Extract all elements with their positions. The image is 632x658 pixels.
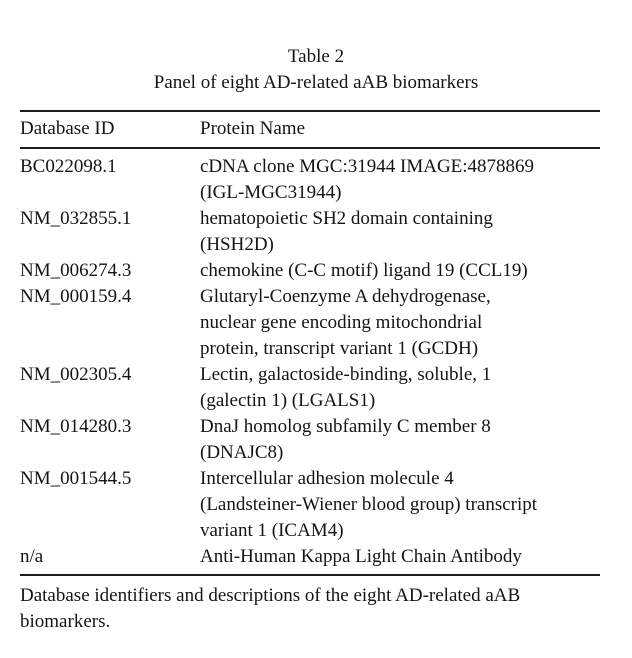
protein-name-line: (Landsteiner-Wiener blood group) transcr… bbox=[200, 493, 538, 515]
protein-name-cell: chemokine (C-C motif) ligand 19 (CCL19) bbox=[200, 258, 600, 284]
table-row: NM_000159.4 Glutaryl-Coenzyme A dehydrog… bbox=[20, 284, 600, 362]
table-row: NM_014280.3 DnaJ homolog subfamily C mem… bbox=[20, 414, 600, 466]
table-row: n/a Anti-Human Kappa Light Chain Antibod… bbox=[20, 544, 600, 570]
protein-name-cell: Glutaryl-Coenzyme A dehydrogenase, nucle… bbox=[200, 284, 600, 362]
table-row: NM_032855.1 hematopoietic SH2 domain con… bbox=[20, 206, 600, 258]
table-caption: Database identifiers and descriptions of… bbox=[20, 584, 521, 632]
protein-name-line: Glutaryl-Coenzyme A dehydrogenase, bbox=[200, 285, 491, 307]
protein-name-cell: DnaJ homolog subfamily C member 8 (DNAJC… bbox=[200, 414, 600, 466]
table-row: NM_006274.3 chemokine (C-C motif) ligand… bbox=[20, 258, 600, 284]
column-header-database-id: Database ID bbox=[20, 118, 115, 139]
biomarker-table: Database ID Protein Name BC022098.1 cDNA… bbox=[20, 110, 600, 576]
table-body: BC022098.1 cDNA clone MGC:31944 IMAGE:48… bbox=[20, 149, 600, 574]
protein-name-line: variant 1 (ICAM4) bbox=[200, 519, 344, 541]
table-bottom-rule bbox=[20, 573, 600, 576]
protein-name-line: (HSH2D) bbox=[200, 233, 274, 255]
protein-name-line: protein, transcript variant 1 (GCDH) bbox=[200, 337, 479, 359]
protein-name-line: cDNA clone MGC:31944 IMAGE:4878869 bbox=[200, 155, 535, 177]
database-id-cell: NM_032855.1 bbox=[20, 207, 132, 229]
protein-name-line: nuclear gene encoding mitochondrial bbox=[200, 311, 483, 333]
table-row: NM_002305.4 Lectin, galactoside-binding,… bbox=[20, 362, 600, 414]
database-id-cell: NM_014280.3 bbox=[20, 415, 132, 437]
database-id-cell: NM_006274.3 bbox=[20, 259, 132, 281]
table-subtitle: Panel of eight AD-related aAB biomarkers bbox=[153, 72, 479, 93]
database-id-cell: BC022098.1 bbox=[20, 155, 117, 177]
database-id-cell: n/a bbox=[20, 545, 44, 567]
protein-name-line: chemokine (C-C motif) ligand 19 (CCL19) bbox=[200, 259, 528, 281]
protein-name-line: hematopoietic SH2 domain containing bbox=[200, 207, 493, 229]
protein-name-cell: Lectin, galactoside-binding, soluble, 1 … bbox=[200, 362, 600, 414]
protein-name-line: (DNAJC8) bbox=[200, 441, 284, 463]
database-id-cell: NM_000159.4 bbox=[20, 285, 132, 307]
protein-name-line: (IGL-MGC31944) bbox=[200, 181, 342, 203]
protein-name-line: Anti-Human Kappa Light Chain Antibody bbox=[200, 545, 522, 567]
protein-name-cell: Intercellular adhesion molecule 4 (Lands… bbox=[200, 466, 600, 544]
protein-name-line: (galectin 1) (LGALS1) bbox=[200, 389, 376, 411]
table-top-rule bbox=[20, 110, 600, 112]
protein-name-cell: cDNA clone MGC:31944 IMAGE:4878869 (IGL-… bbox=[200, 154, 600, 206]
protein-name-line: DnaJ homolog subfamily C member 8 bbox=[200, 415, 491, 437]
column-header-protein-name: Protein Name bbox=[200, 118, 306, 139]
protein-name-cell: hematopoietic SH2 domain containing (HSH… bbox=[200, 206, 600, 258]
table-number: Table 2 bbox=[287, 46, 345, 67]
table-row: BC022098.1 cDNA clone MGC:31944 IMAGE:48… bbox=[20, 154, 600, 206]
database-id-cell: NM_001544.5 bbox=[20, 467, 132, 489]
protein-name-line: Intercellular adhesion molecule 4 bbox=[200, 467, 454, 489]
table-header-row: Database ID Protein Name bbox=[20, 112, 600, 147]
protein-name-cell: Anti-Human Kappa Light Chain Antibody bbox=[200, 544, 600, 570]
table-header-rule bbox=[20, 147, 600, 149]
protein-name-line: Lectin, galactoside-binding, soluble, 1 bbox=[200, 363, 492, 385]
database-id-cell: NM_002305.4 bbox=[20, 363, 132, 385]
table-row: NM_001544.5 Intercellular adhesion molec… bbox=[20, 466, 600, 544]
table-title-block: Table 2 Panel of eight AD-related aAB bi… bbox=[0, 44, 632, 96]
